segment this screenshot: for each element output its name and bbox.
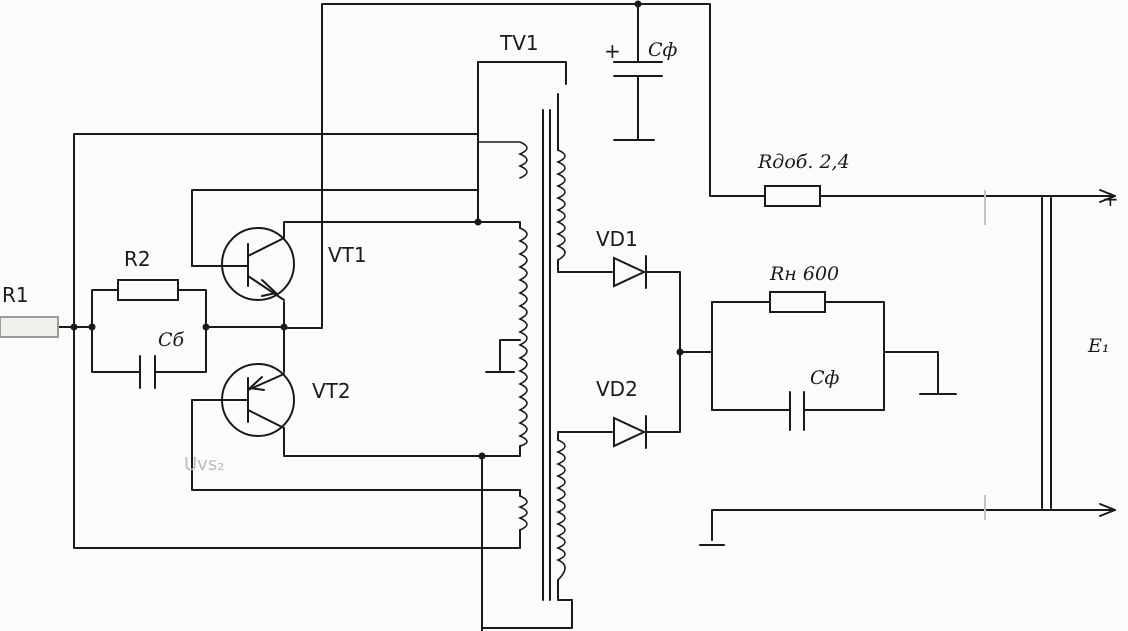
rn-label: Rн 600 [769, 263, 839, 285]
resistor-r1: R1 [0, 283, 59, 338]
cf-top-plus: + [604, 39, 621, 63]
capacitor-cf-bottom: Cф [789, 367, 840, 431]
cf-top-label: Cф [648, 39, 678, 61]
diode-vd2: VD2 [596, 377, 647, 449]
junction-dots [70, 0, 684, 460]
resistor-rn: Rн 600 [769, 263, 839, 313]
transistor-vt1: VT1 [191, 227, 367, 301]
vt1-label: VT1 [328, 243, 367, 267]
vd2-label: VD2 [596, 377, 638, 401]
e1-label: E₁ [1087, 335, 1110, 357]
capacitor-cb: Cб [139, 329, 185, 389]
transistor-vt2: VT2 [191, 363, 351, 437]
vt2-label: VT2 [312, 379, 351, 403]
diode-vd1: VD1 [596, 227, 647, 289]
winding-secondary-top [555, 149, 566, 261]
transformer-tv1: TV1 [477, 31, 566, 601]
r1-label: R1 [2, 283, 29, 307]
output-plus-label: + [1102, 187, 1119, 211]
r2-label: R2 [124, 247, 151, 271]
vd1-label: VD1 [596, 227, 638, 251]
winding-secondary-bottom [555, 439, 566, 581]
wiring [57, 3, 1116, 631]
resistor-r2: R2 [117, 247, 179, 301]
winding-feedback-bottom [517, 495, 528, 531]
capacitor-cf-top: + Cф [604, 39, 678, 77]
winding-feedback-top [477, 141, 528, 179]
tv1-label: TV1 [499, 31, 539, 55]
winding-primary [518, 227, 528, 447]
cf-bottom-label: Cф [810, 367, 840, 389]
rdob-label: Rдоб. 2,4 [757, 151, 850, 173]
resistor-rdob: Rдоб. 2,4 [757, 151, 850, 207]
faint-uvs2-label: Uvs₂ [184, 454, 224, 475]
cb-label: Cб [158, 329, 185, 351]
